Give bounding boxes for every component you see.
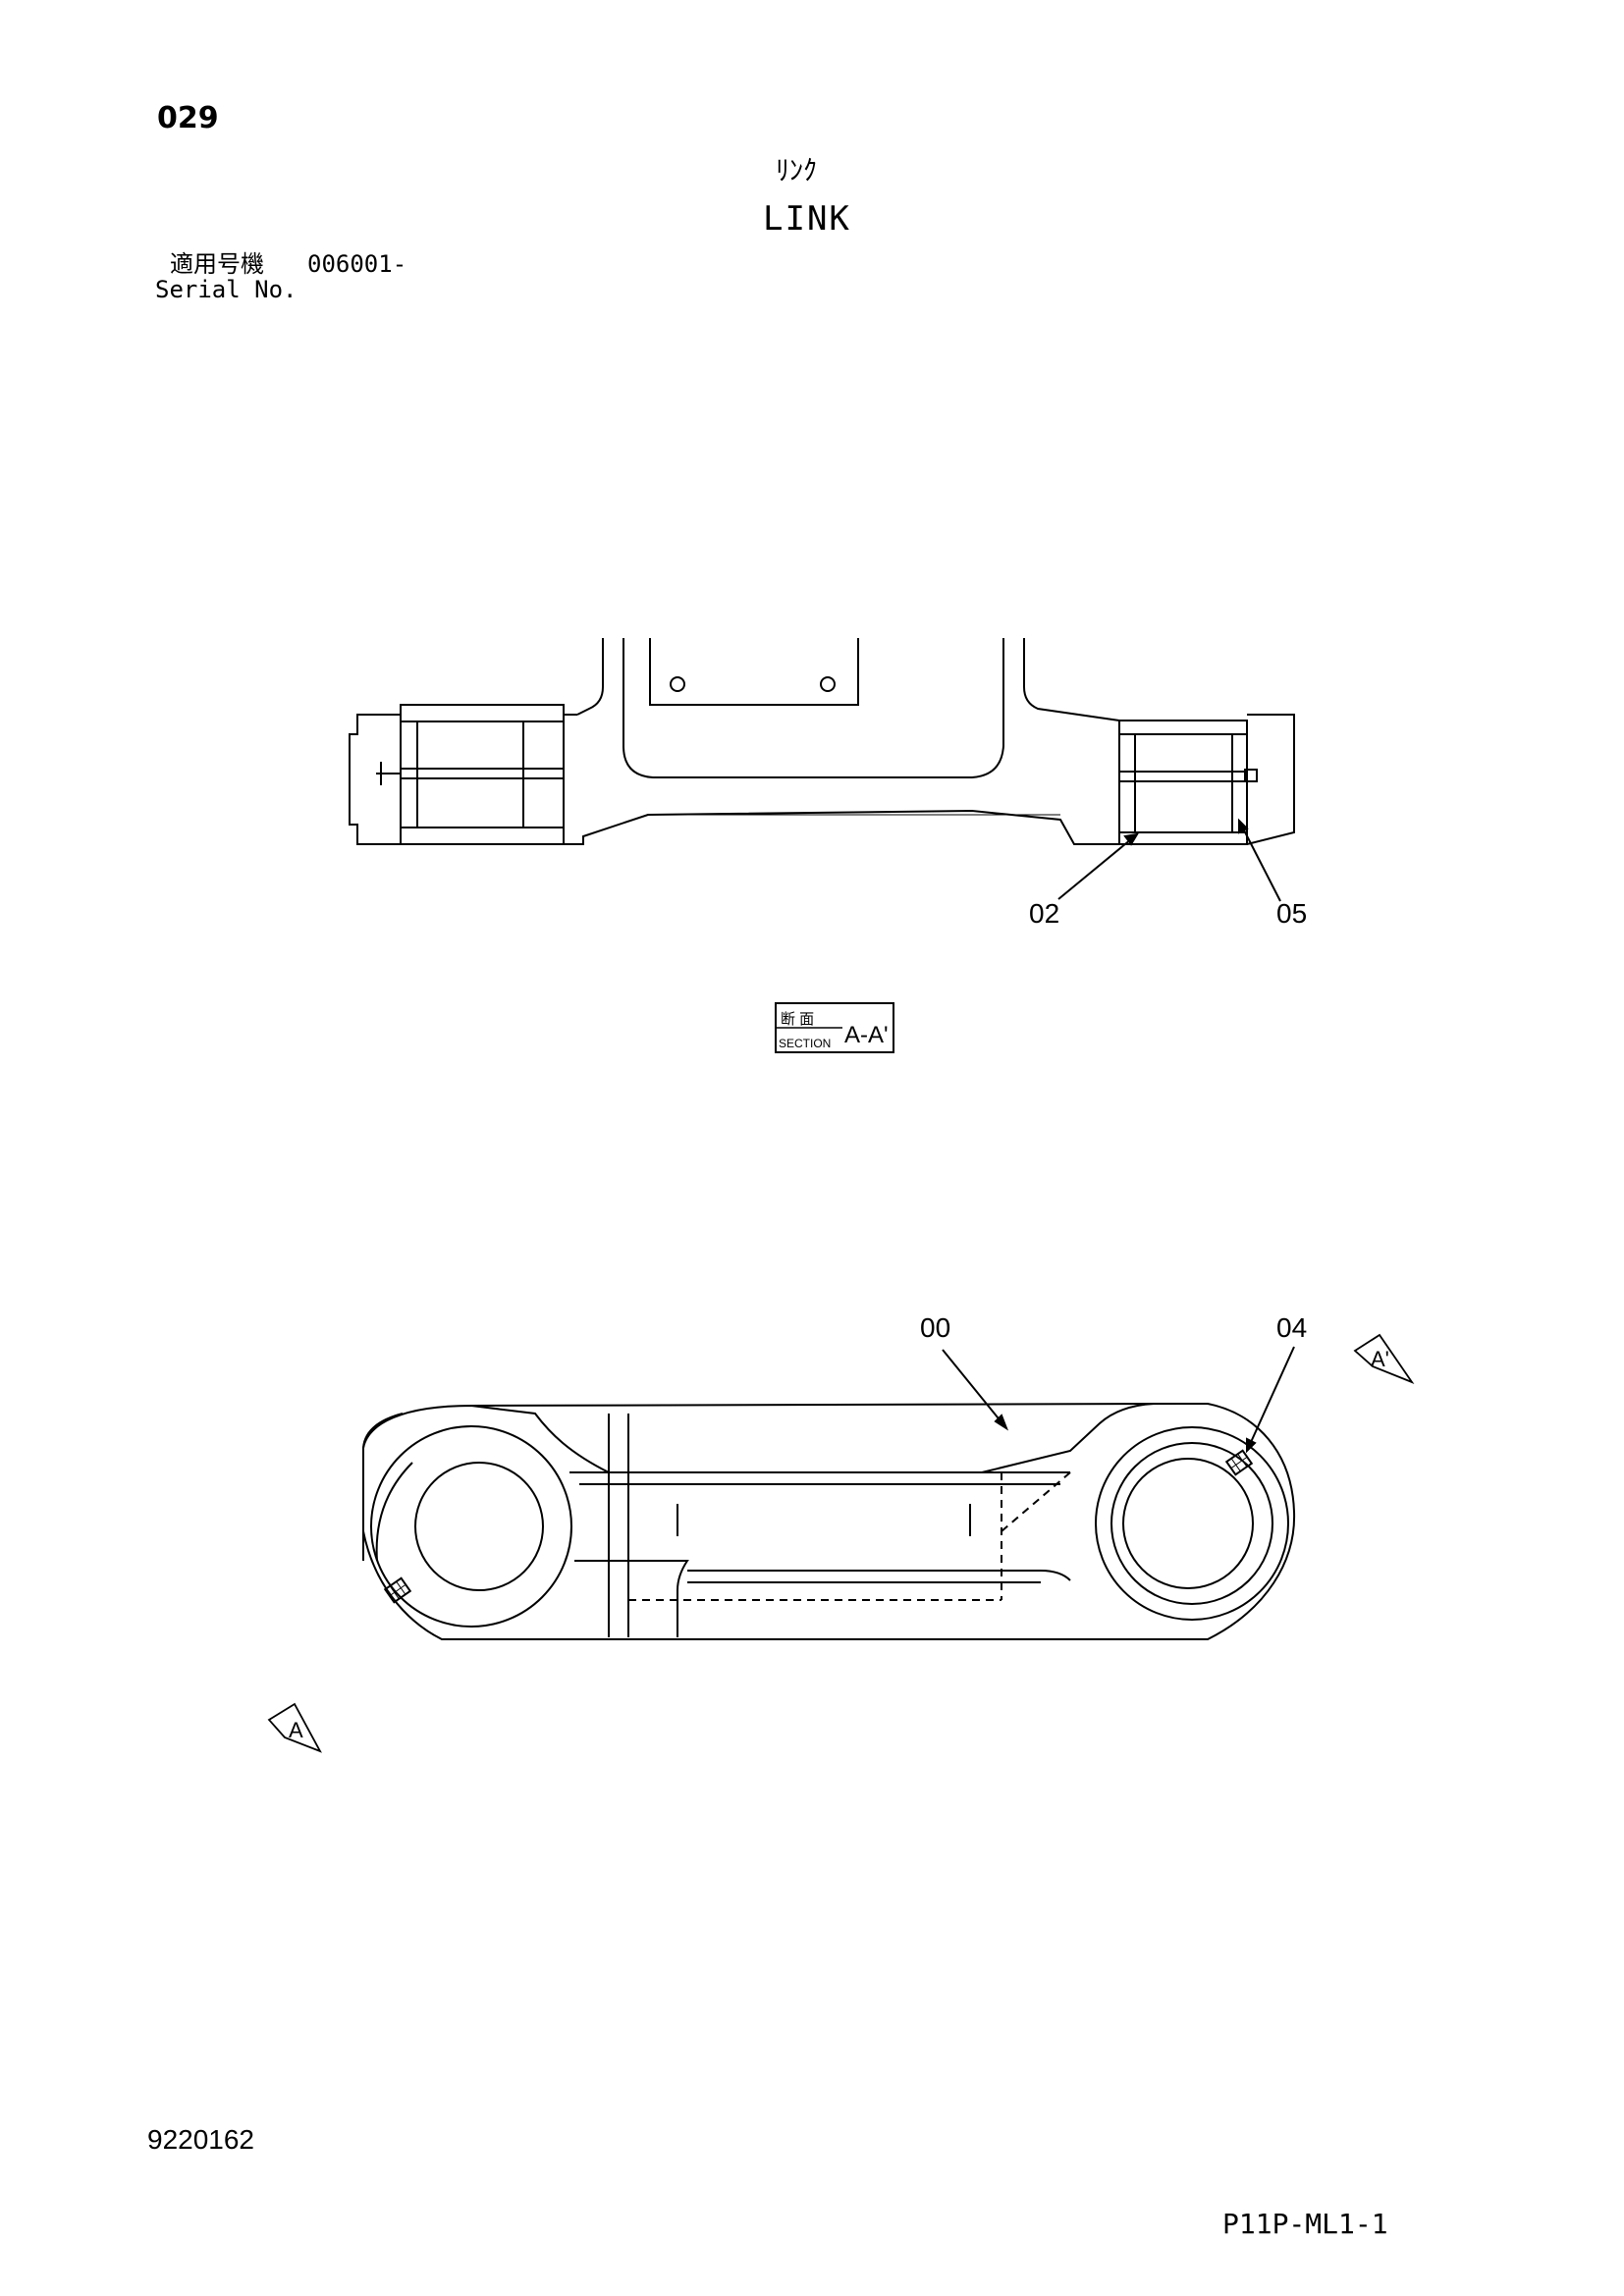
left-boss-outline — [349, 714, 402, 845]
inner-step — [608, 1414, 629, 1637]
arm-left-outline — [576, 638, 604, 716]
link-plan-top-edge — [470, 1403, 1184, 1407]
inner-plate — [649, 638, 859, 706]
link-plan-left-end — [362, 1413, 404, 1561]
title-english: LINK — [763, 199, 851, 239]
link-body-bottom — [564, 809, 1119, 845]
section-view: 02 05 — [349, 638, 1307, 929]
left-eye-outer — [370, 1425, 572, 1628]
callout-02: 02 — [1029, 898, 1059, 929]
link-plan-outline — [362, 1403, 1296, 1640]
leader-05 — [1238, 820, 1281, 902]
left-eye-flange — [375, 1462, 413, 1562]
right-eye-ring — [1110, 1442, 1273, 1605]
arm-right-outline — [1023, 638, 1120, 721]
sheet-code: P11P-ML1-1 — [1222, 2208, 1388, 2240]
document-number: 9220162 — [147, 2124, 255, 2155]
grease-fitting-right — [1224, 1449, 1254, 1476]
view-marker-a-prime-label: A' — [1371, 1347, 1389, 1371]
section-label-code: A-A' — [844, 1022, 889, 1048]
section-label: 断 面 SECTION A-A' — [775, 1002, 894, 1053]
plan-view: 00 04 A' A — [267, 1312, 1415, 1753]
right-pin-end — [1244, 769, 1258, 782]
arm-left-inner — [623, 638, 1004, 778]
leader-00-head — [994, 1414, 1009, 1431]
title-japanese: ﾘﾝｸ — [776, 154, 818, 187]
right-boss-outline — [1246, 714, 1295, 845]
serial-label-english: Serial No. — [155, 276, 298, 303]
grease-fitting-left — [383, 1576, 412, 1604]
leader-05-head — [1238, 818, 1249, 834]
view-marker-a-label: A — [289, 1718, 303, 1742]
plate-hole-left — [670, 676, 685, 692]
page-number: 029 — [157, 101, 219, 135]
left-eye-bore — [414, 1462, 544, 1591]
serial-label-japanese: 適用号機 — [170, 250, 264, 278]
view-marker-a: A — [267, 1702, 322, 1753]
leader-04 — [1246, 1346, 1295, 1452]
right-eye-outer — [1095, 1426, 1289, 1621]
leader-02-head — [1123, 832, 1139, 846]
dashed-hidden-lines — [628, 1471, 1071, 1601]
view-marker-a-prime: A' — [1353, 1333, 1415, 1384]
leader-02 — [1057, 833, 1138, 900]
lower-pocket — [687, 1570, 1071, 1583]
callout-00: 00 — [920, 1312, 950, 1343]
callout-04: 04 — [1276, 1312, 1307, 1343]
right-eye-bore — [1122, 1458, 1254, 1589]
leader-00 — [942, 1349, 1007, 1429]
callout-05: 05 — [1276, 898, 1307, 929]
lower-rail — [574, 1560, 689, 1637]
left-bushing — [400, 704, 565, 845]
serial-number-value: 006001- — [307, 250, 407, 278]
left-pin-end — [376, 762, 401, 785]
leader-04-head — [1246, 1437, 1257, 1454]
section-label-en: SECTION — [779, 1037, 831, 1050]
plate-hole-right — [820, 676, 836, 692]
section-label-jp: 断 面 — [781, 1011, 814, 1028]
